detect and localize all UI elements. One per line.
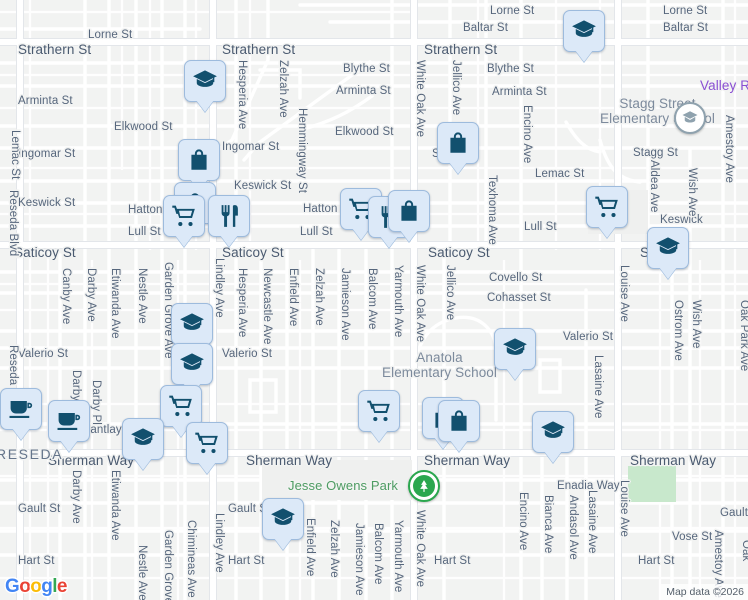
map-marker-shopping-cart[interactable]	[186, 422, 228, 464]
map-marker-coffee[interactable]	[0, 388, 42, 430]
map-marker-school[interactable]	[171, 303, 213, 345]
google-logo[interactable]: Google	[5, 576, 67, 597]
school-circle-icon[interactable]	[674, 102, 706, 134]
map-marker-school[interactable]	[262, 498, 304, 540]
map-marker-school[interactable]	[184, 60, 226, 102]
map-marker-school[interactable]	[494, 328, 536, 370]
map-marker-shopping-cart[interactable]	[163, 195, 205, 237]
map-marker-shopping-bag[interactable]	[388, 190, 430, 232]
map-marker-shopping-cart[interactable]	[358, 390, 400, 432]
map-marker-coffee[interactable]	[48, 400, 90, 442]
map-marker-school[interactable]	[171, 343, 213, 385]
map-marker-school[interactable]	[647, 227, 689, 269]
map-marker-school[interactable]	[563, 10, 605, 52]
park-polygon	[628, 466, 676, 502]
map-marker-shopping-bag[interactable]	[437, 122, 479, 164]
map-marker-school[interactable]	[532, 411, 574, 453]
park-icon[interactable]	[408, 470, 440, 502]
map-marker-school[interactable]	[122, 418, 164, 460]
map-marker-shopping-bag[interactable]	[438, 400, 480, 442]
map-marker-shopping-cart[interactable]	[160, 385, 202, 427]
map-attribution: Map data ©2026	[661, 584, 748, 600]
map-marker-shopping-cart[interactable]	[586, 186, 628, 228]
map-marker-shopping-bag[interactable]	[178, 139, 220, 181]
map-marker-restaurant[interactable]	[208, 195, 250, 237]
